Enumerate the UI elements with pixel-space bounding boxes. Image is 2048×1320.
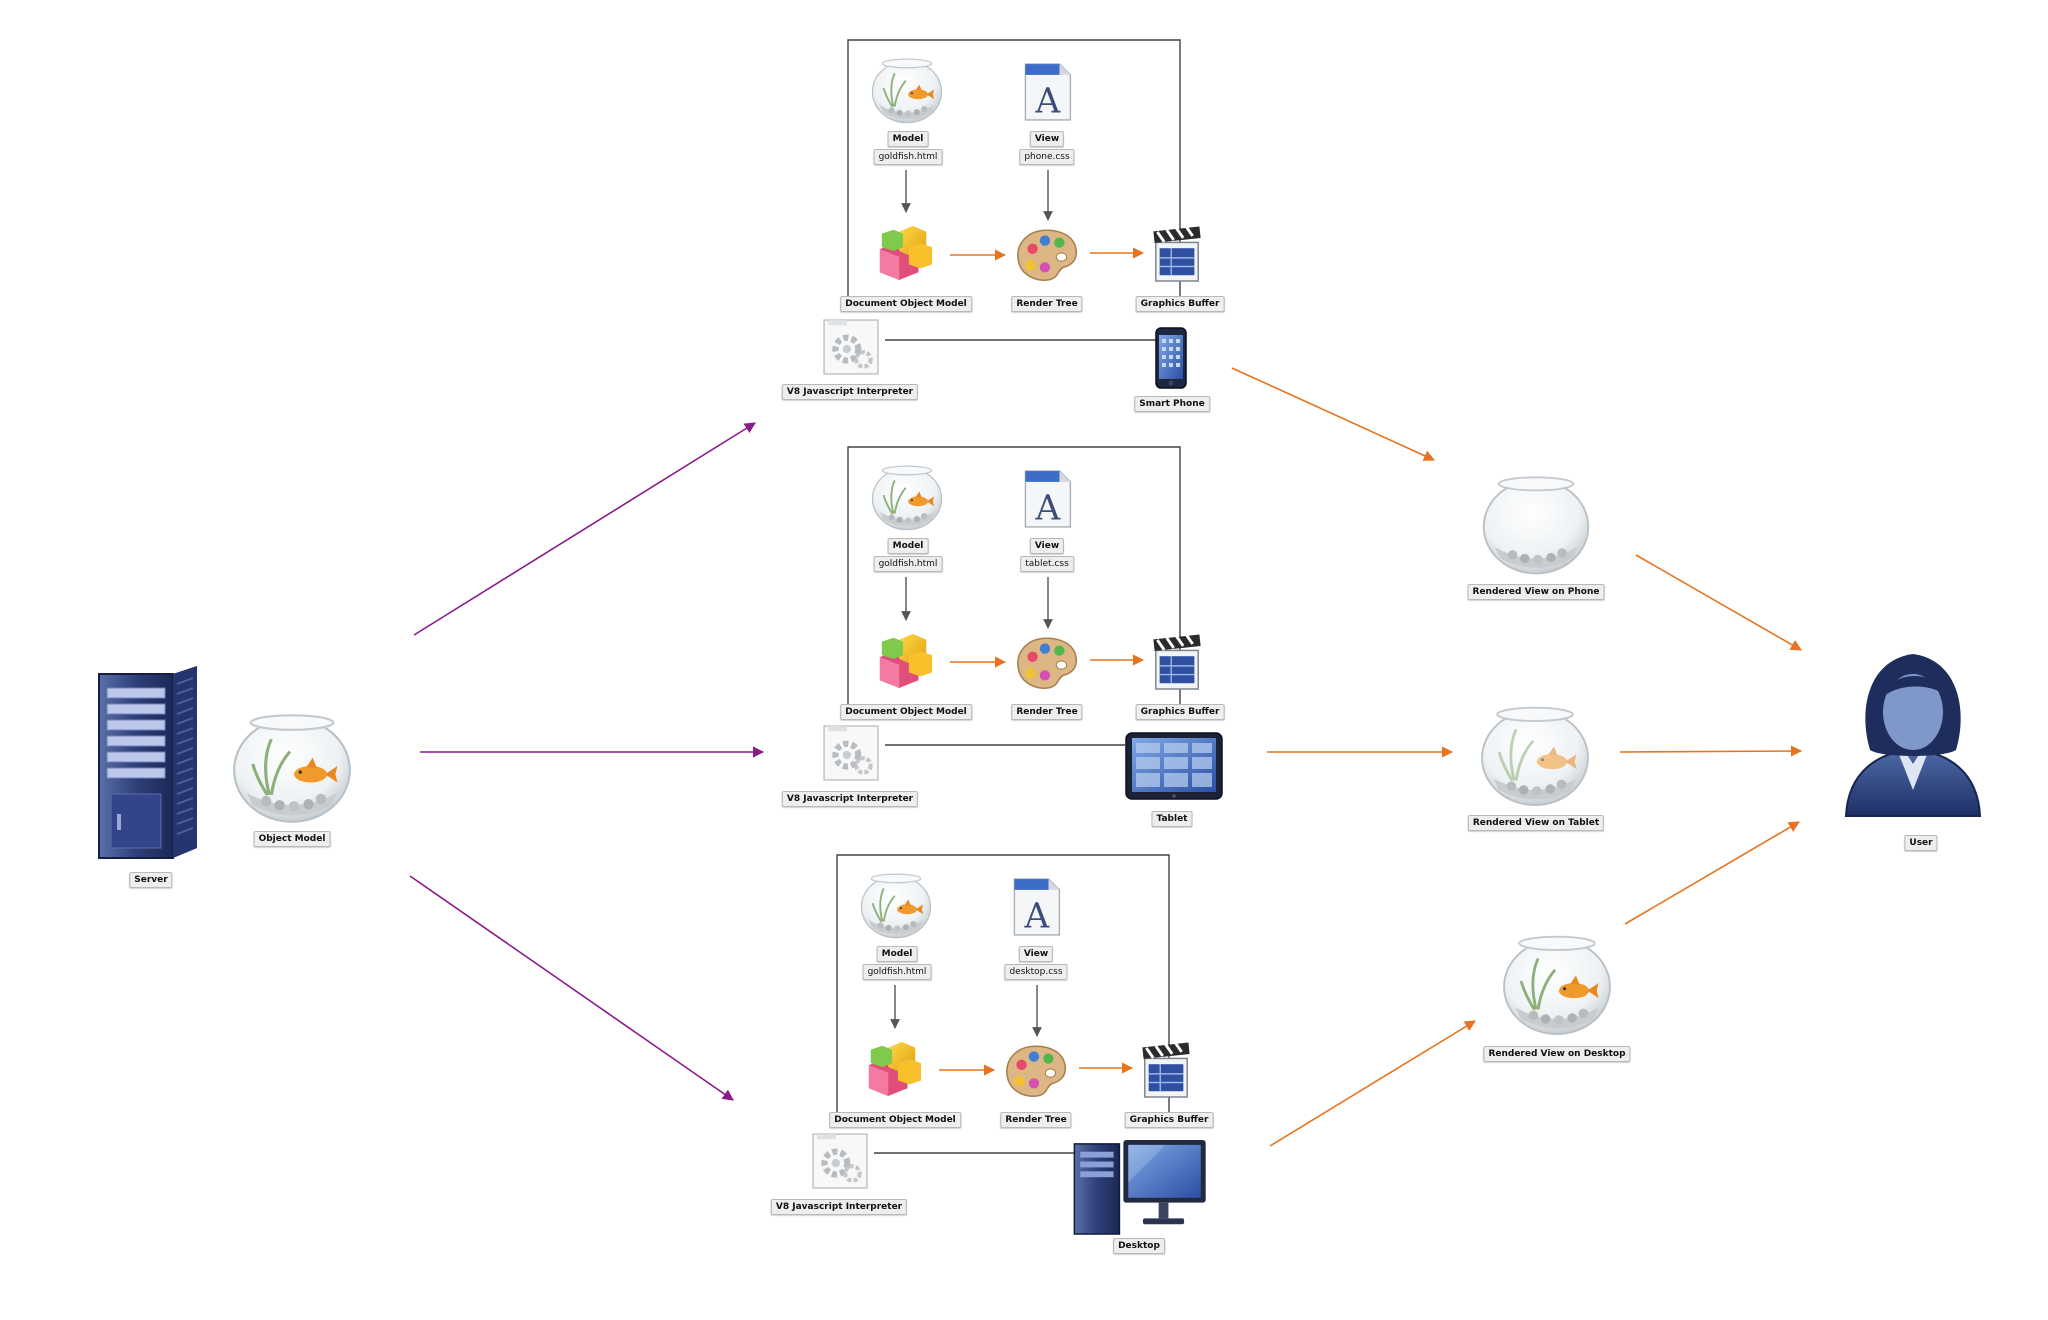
rendered-phone-fishbowl-icon — [1482, 476, 1590, 575]
palette-icon — [1006, 1045, 1067, 1097]
model-fishbowl-icon — [860, 873, 932, 939]
font-icon — [1013, 878, 1061, 938]
graphics-buffer-label: Graphics Buffer — [1124, 1112, 1214, 1128]
view-label: View — [1029, 131, 1065, 147]
object-model-fishbowl-icon — [233, 714, 351, 823]
view-label: View — [1029, 538, 1065, 554]
rendered-desktop-to-user-arrow — [1624, 821, 1800, 925]
user-icon — [1845, 653, 1981, 817]
rendered-phone-to-user-arrow — [1635, 554, 1802, 651]
font-icon — [1024, 63, 1072, 123]
interpreter-label: V8 Javascript Interpreter — [781, 791, 919, 807]
interpreter-label: V8 Javascript Interpreter — [781, 384, 919, 400]
rendered-view-label: Rendered View on Tablet — [1467, 815, 1605, 831]
server-icon — [97, 664, 199, 860]
desktop-icon — [1073, 1139, 1207, 1235]
model-fishbowl-icon — [871, 465, 943, 531]
font-icon — [1024, 470, 1072, 530]
dom-label: Document Object Model — [840, 296, 972, 312]
model-file-label: goldfish.html — [873, 556, 943, 572]
smartphone-icon — [1155, 327, 1187, 389]
cubes-icon — [868, 1041, 922, 1096]
output-arrows — [1231, 367, 1803, 1147]
model-file-label: goldfish.html — [862, 964, 932, 980]
rendered-tablet-to-user-arrow — [1619, 745, 1803, 757]
model-file-label: goldfish.html — [873, 149, 943, 165]
desktop-to-rendered-arrow — [1269, 1020, 1476, 1147]
pipeline-frame — [836, 854, 1170, 1128]
tablet-icon — [1125, 732, 1223, 800]
view-file-label: desktop.css — [1004, 964, 1068, 980]
object-model-label: Object Model — [253, 831, 331, 847]
view-file-label: phone.css — [1019, 149, 1075, 165]
pipeline-frame — [847, 446, 1181, 720]
clapperboard-icon — [1151, 631, 1203, 691]
render-tree-label: Render Tree — [1000, 1112, 1072, 1128]
device-label: Tablet — [1151, 811, 1193, 827]
view-label: View — [1018, 946, 1054, 962]
model-fishbowl-icon — [871, 58, 943, 124]
model-label: Model — [887, 131, 929, 147]
gear-icon — [813, 1134, 867, 1188]
pipeline-desktop — [813, 854, 1207, 1235]
rendered-view-label: Rendered View on Phone — [1467, 584, 1605, 600]
server-arrows — [409, 422, 765, 1101]
clapperboard-icon — [1140, 1039, 1192, 1099]
palette-icon — [1017, 637, 1078, 689]
cubes-icon — [879, 633, 933, 688]
device-label: Desktop — [1113, 1238, 1165, 1254]
gear-icon — [824, 320, 878, 374]
server-to-phone-arrow — [413, 422, 756, 636]
dom-label: Document Object Model — [840, 704, 972, 720]
interpreter-label: V8 Javascript Interpreter — [770, 1199, 908, 1215]
graphics-buffer-label: Graphics Buffer — [1135, 296, 1225, 312]
gear-icon — [824, 726, 878, 780]
dom-label: Document Object Model — [829, 1112, 961, 1128]
view-file-label: tablet.css — [1020, 556, 1074, 572]
pipeline-phone — [824, 39, 1203, 389]
render-tree-label: Render Tree — [1011, 704, 1083, 720]
server-to-desktop-arrow — [409, 875, 734, 1101]
user-label: User — [1904, 835, 1938, 851]
cubes-icon — [879, 225, 933, 280]
pipeline-tablet — [824, 446, 1223, 800]
model-label: Model — [876, 946, 918, 962]
graphics-buffer-label: Graphics Buffer — [1135, 704, 1225, 720]
rendered-tablet-fishbowl-icon — [1481, 706, 1589, 807]
pipeline-frame — [847, 39, 1181, 312]
rendered-desktop-fishbowl-icon — [1503, 935, 1611, 1036]
render-tree-label: Render Tree — [1011, 296, 1083, 312]
server-label: Server — [129, 872, 173, 888]
clapperboard-icon — [1151, 223, 1203, 283]
model-label: Model — [887, 538, 929, 554]
device-label: Smart Phone — [1134, 396, 1210, 412]
phone-to-rendered-arrow — [1231, 367, 1436, 461]
palette-icon — [1017, 229, 1078, 281]
rendered-view-label: Rendered View on Desktop — [1483, 1046, 1631, 1062]
